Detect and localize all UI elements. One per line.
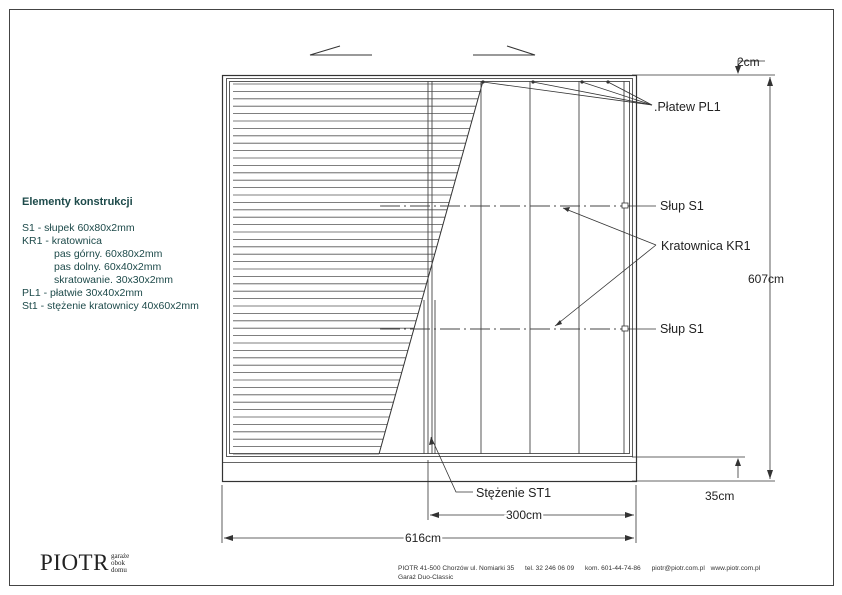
footer-tel: tel. 32 246 06 09 (525, 565, 575, 572)
legend-item: pas górny. 60x80x2mm (54, 248, 163, 260)
dim-bottom-gap: 35cm (705, 489, 734, 503)
purlins (427, 81, 625, 454)
legend-item: St1 - stężenie kratownicy 40x60x2mm (22, 300, 199, 312)
legend-item: PL1 - płatwie 30x40x2mm (22, 287, 143, 299)
slope-arrow-left (309, 45, 372, 56)
footer-model: Garaż Duo-Classic (398, 574, 454, 581)
company-logo: PIOTR garaże obok domu (40, 550, 129, 576)
dim-height: 607cm (748, 272, 784, 286)
bracing-st1 (423, 300, 436, 454)
logo-word: PIOTR (40, 550, 109, 575)
legend-item: pas dolny. 60x40x2mm (54, 261, 162, 273)
frame-outline (221, 74, 638, 483)
legend-item: KR1 - kratownica (22, 235, 102, 247)
slope-arrow-right (473, 45, 536, 56)
construction-legend: Elementy konstrukcji S1 - słupek 60x80x2… (22, 196, 199, 313)
dim-inner-width: 300cm (506, 508, 542, 522)
footer-address: PIOTR 41-500 Chorzów ul. Nomiarki 35 (398, 565, 515, 572)
sheet-border (9, 9, 834, 586)
footer-kom: kom. 601-44-74-86 (585, 565, 641, 572)
dimension-arrowheads (224, 66, 773, 541)
dim-total-width: 616cm (405, 531, 441, 545)
label-kratownica-kr1: Kratownica KR1 (661, 239, 751, 253)
dimension-lines (221, 60, 775, 543)
footer-www: www.piotr.com.pl (710, 565, 761, 572)
footer-line-1: PIOTR 41-500 Chorzów ul. Nomiarki 35 tel… (398, 564, 760, 573)
logo-subtitle: garaże obok domu (110, 551, 130, 574)
label-slup-s1-lower: Słup S1 (660, 322, 704, 336)
footer-contact: PIOTR 41-500 Chorzów ul. Nomiarki 35 tel… (398, 564, 760, 582)
dim-top-gap: 2cm (737, 55, 760, 69)
label-platew-pl1: .Płatew PL1 (654, 100, 721, 114)
leader-arrowheads (429, 80, 610, 445)
leader-lines (430, 81, 657, 493)
legend-item: skratowanie. 30x30x2mm (54, 274, 174, 286)
footer-email: piotr@piotr.com.pl (651, 565, 705, 572)
column-s1-upper (621, 202, 629, 209)
label-slup-s1-upper: Słup S1 (660, 199, 704, 213)
trusses-kr1 (380, 205, 630, 330)
column-s1-lower (621, 325, 629, 332)
roof-sheeting (233, 83, 483, 455)
legend-item: S1 - słupek 60x80x2mm (22, 222, 135, 234)
label-stezenie-st1: Stężenie ST1 (476, 486, 551, 500)
column-markers (621, 202, 629, 332)
sheeting-diagonal-edge (378, 80, 484, 455)
legend-title: Elementy konstrukcji (22, 196, 133, 208)
